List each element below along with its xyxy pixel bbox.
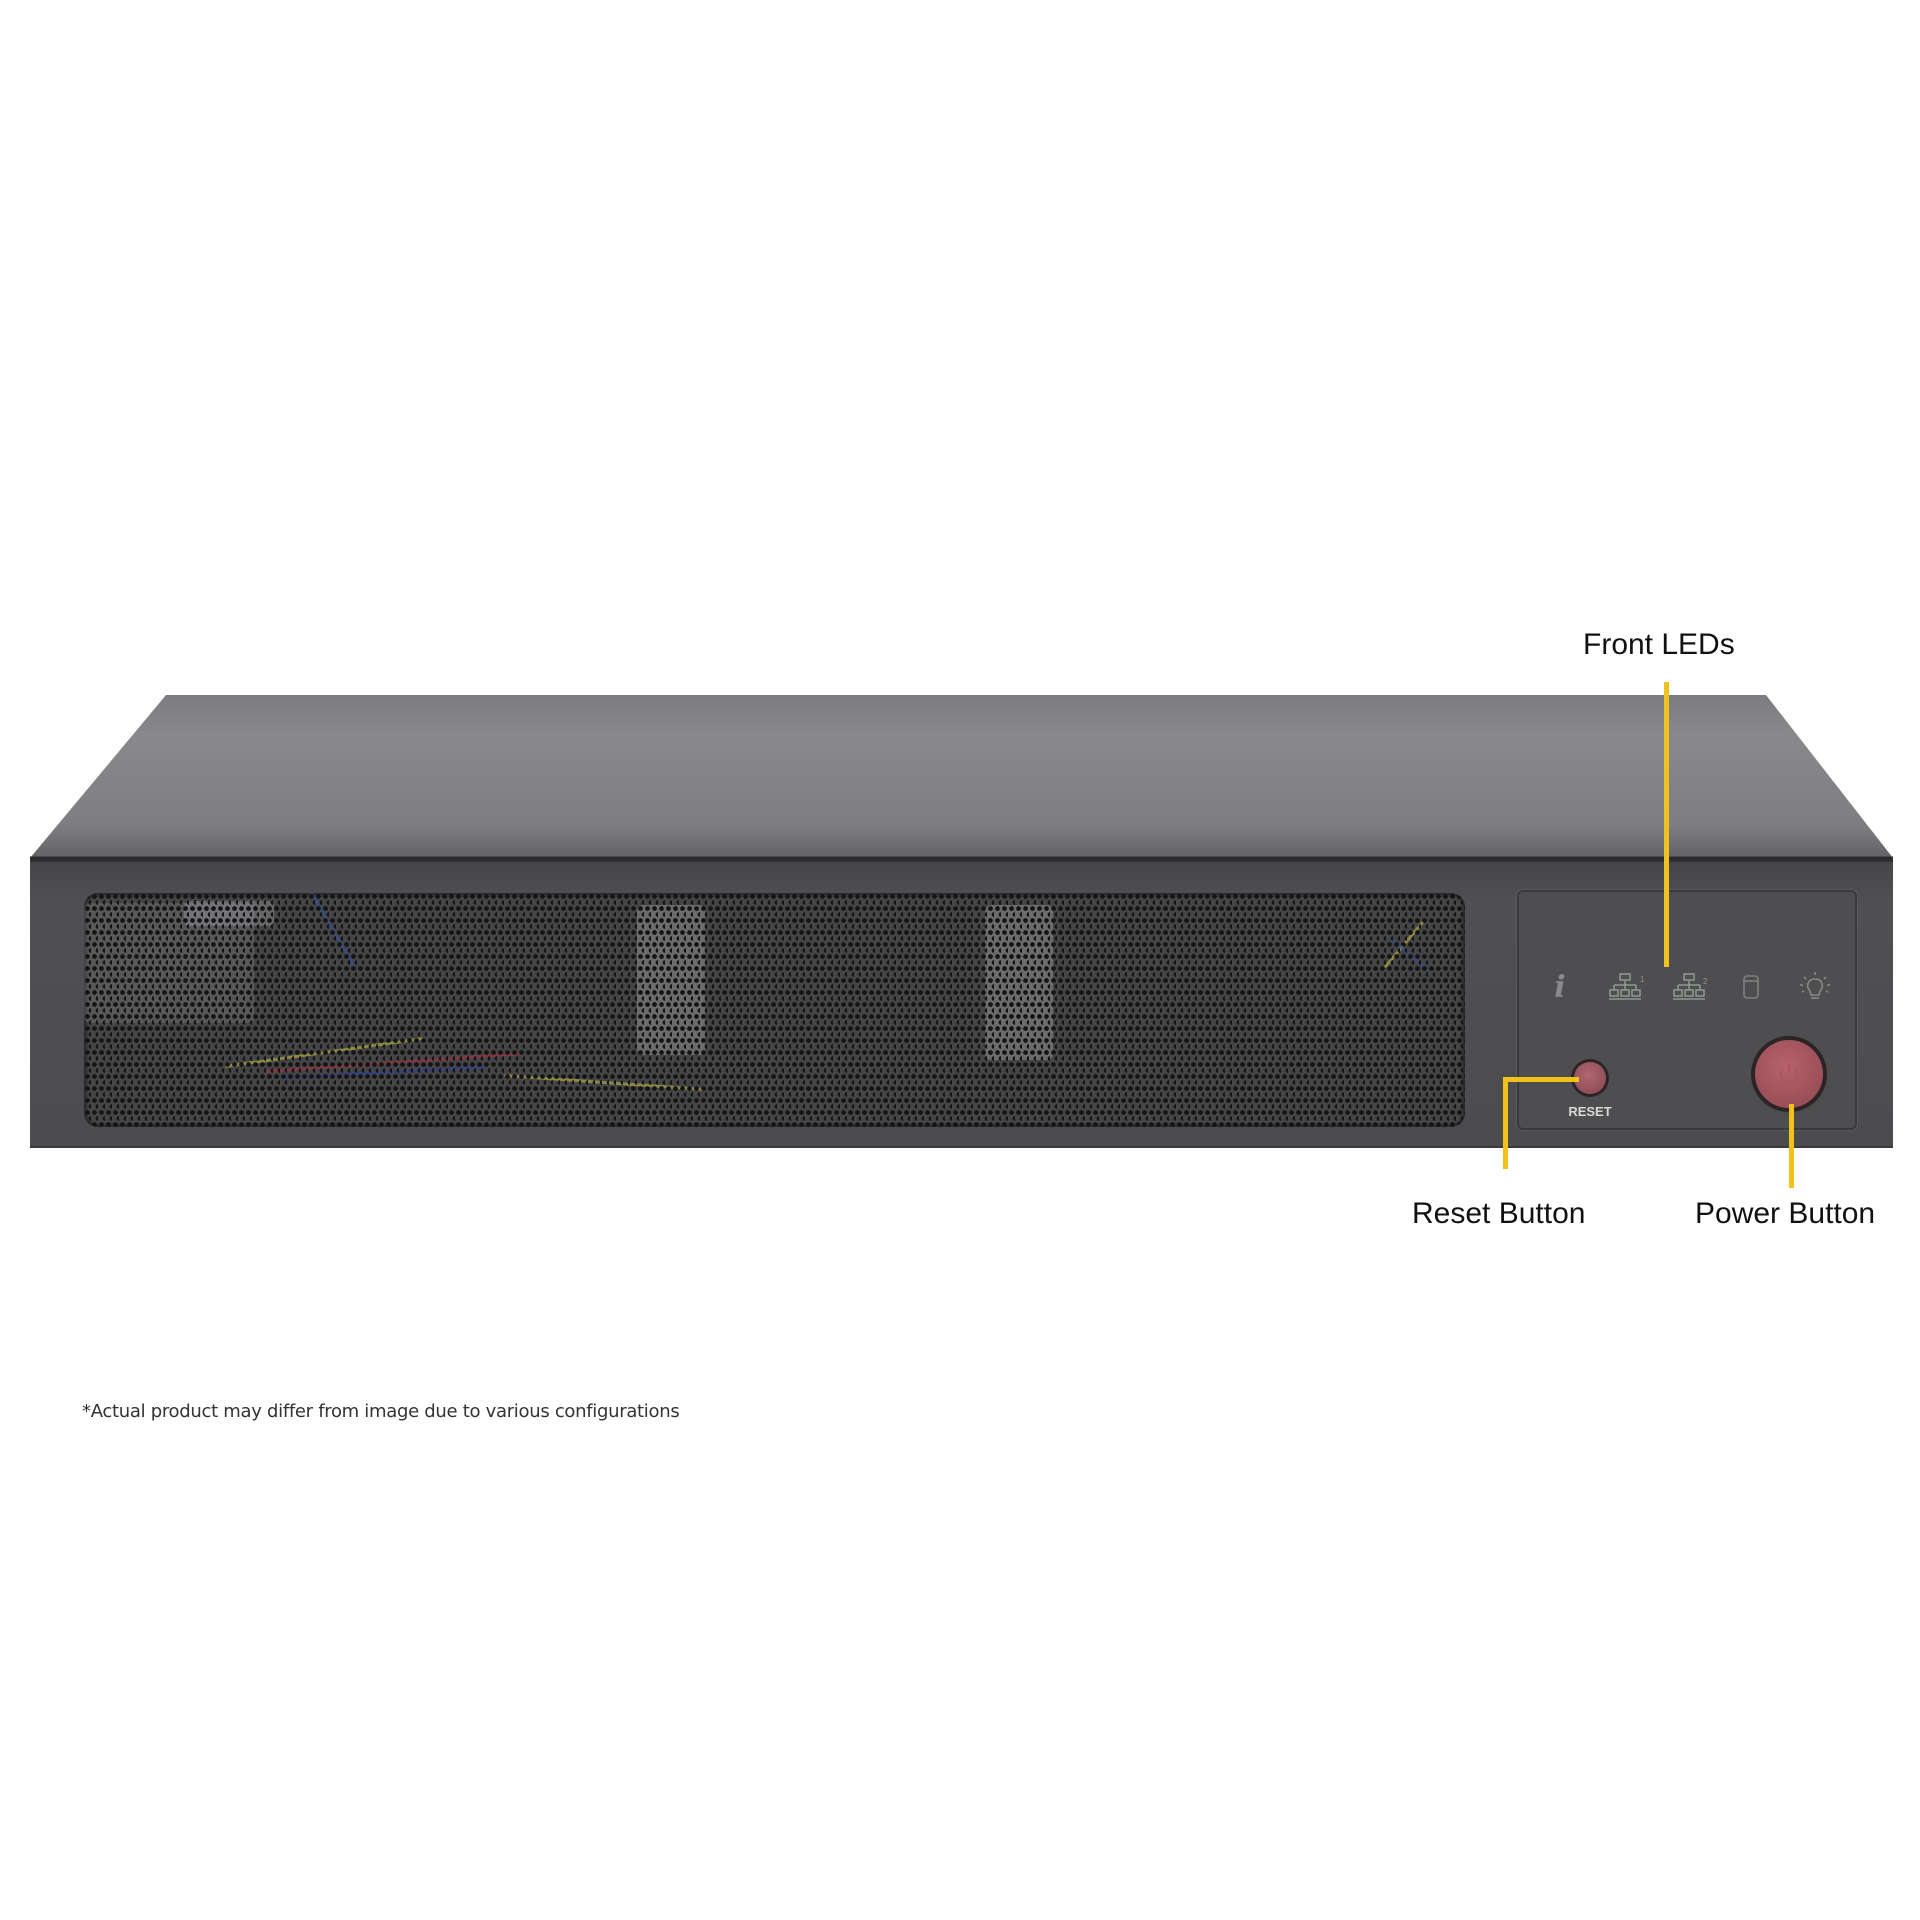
svg-text:2: 2 bbox=[1703, 977, 1708, 986]
power-button-callout: Power Button bbox=[1695, 1197, 1876, 1230]
reset-leader-line-vertical bbox=[1503, 1077, 1508, 1169]
reset-button-callout: Reset Button bbox=[1412, 1197, 1586, 1230]
perforated-mesh bbox=[84, 893, 1465, 1127]
front-leds-leader-line bbox=[1664, 682, 1669, 967]
power-leader-line bbox=[1789, 1104, 1794, 1188]
info-led-icon: i bbox=[1554, 969, 1566, 1005]
reset-label: RESET bbox=[1568, 1104, 1612, 1119]
reset-leader-line-horizontal bbox=[1503, 1077, 1579, 1082]
svg-text:1: 1 bbox=[1640, 975, 1644, 984]
lan1-led-icon: 1 bbox=[1608, 970, 1644, 1004]
hdd-led-icon bbox=[1733, 970, 1769, 1004]
power-icon bbox=[1780, 1064, 1798, 1084]
power-button[interactable] bbox=[1755, 1040, 1823, 1108]
front-leds-callout: Front LEDs bbox=[1583, 628, 1735, 661]
lan2-led-icon: 2 bbox=[1672, 970, 1708, 1004]
reset-button[interactable] bbox=[1574, 1062, 1606, 1094]
front-vent-grille bbox=[84, 893, 1465, 1127]
disclaimer-text: *Actual product may differ from image du… bbox=[82, 1401, 680, 1422]
power-led-lightbulb-icon bbox=[1797, 970, 1833, 1004]
